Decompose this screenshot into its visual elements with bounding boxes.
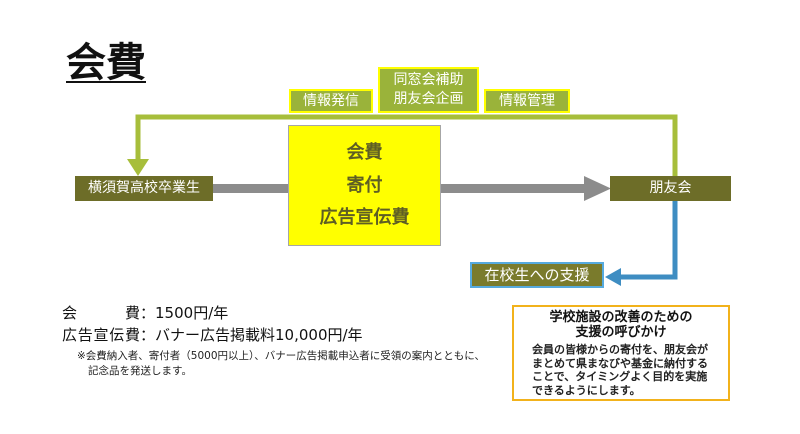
contribution-donation: 寄付 (346, 174, 383, 196)
callout-heading-line: 支援の呼びかけ (575, 325, 667, 340)
info-loop-line (135, 114, 678, 178)
label-info-management: 情報管理 (484, 89, 570, 113)
support-line (619, 200, 678, 280)
callout-box: 学校施設の改善のための 支援の呼びかけ 会員の皆様からの寄付を、朋友会が まとめ… (512, 305, 730, 401)
footnote-line: ※会費納入者、寄付者（5000円以上）、バナー広告掲載申込者に受領の案内とともに… (77, 350, 485, 362)
page-title: 会費 (66, 40, 146, 86)
callout-body-line: まとめて県まなびや基金に納付する (532, 356, 708, 370)
callout-heading-line: 学校施設の改善のための (549, 310, 693, 325)
fee-separator: ： (140, 326, 156, 344)
main-flow-arrowhead (584, 176, 611, 201)
callout-body-line: 会員の皆様からの寄付を、朋友会が (532, 343, 708, 356)
fee-value: 1500円/年 (155, 304, 229, 322)
footnote: ※会費納入者、寄付者（5000円以上）、バナー広告掲載申込者に受領の案内とともに… (77, 349, 485, 379)
fee-label: 広告宣伝費 (62, 326, 140, 344)
label-alumni-support: 同窓会補助 朋友会企画 (378, 67, 479, 113)
callout-body: 会員の皆様からの寄付を、朋友会が まとめて県まなびや基金に納付する ことで、タイ… (514, 343, 728, 397)
contributions-box: 会費 寄付 広告宣伝費 (288, 125, 441, 246)
fee-row-membership: 会費：1500円/年 (62, 303, 228, 323)
label-alumni-support-line1: 同窓会補助 (393, 72, 464, 88)
support-arrowhead (605, 268, 621, 286)
fee-row-advertising: 広告宣伝費：バナー広告掲載料10,000円/年 (62, 325, 363, 345)
contribution-advertising: 広告宣伝費 (319, 206, 410, 228)
graduates-node: 横須賀高校卒業生 (75, 176, 213, 201)
label-info-broadcast-text: 情報発信 (303, 92, 359, 109)
label-info-management-text: 情報管理 (499, 92, 555, 109)
callout-body-line: ことで、タイミングよく目的を実施 (532, 370, 708, 383)
fee-separator: ： (140, 304, 156, 322)
fee-label: 会費 (62, 304, 140, 322)
info-loop-arrowhead (127, 159, 149, 176)
alumni-association-node: 朋友会 (610, 176, 731, 201)
student-support-node: 在校生への支援 (470, 262, 604, 288)
contribution-membership-fee: 会費 (346, 142, 383, 164)
fee-value: バナー広告掲載料10,000円/年 (155, 326, 363, 344)
label-info-broadcast: 情報発信 (289, 89, 373, 113)
callout-heading: 学校施設の改善のための 支援の呼びかけ (514, 310, 728, 340)
callout-body-line: できるようにします。 (532, 383, 641, 397)
footnote-line: 記念品を発送します。 (88, 365, 192, 377)
label-alumni-support-line2: 朋友会企画 (393, 91, 464, 107)
